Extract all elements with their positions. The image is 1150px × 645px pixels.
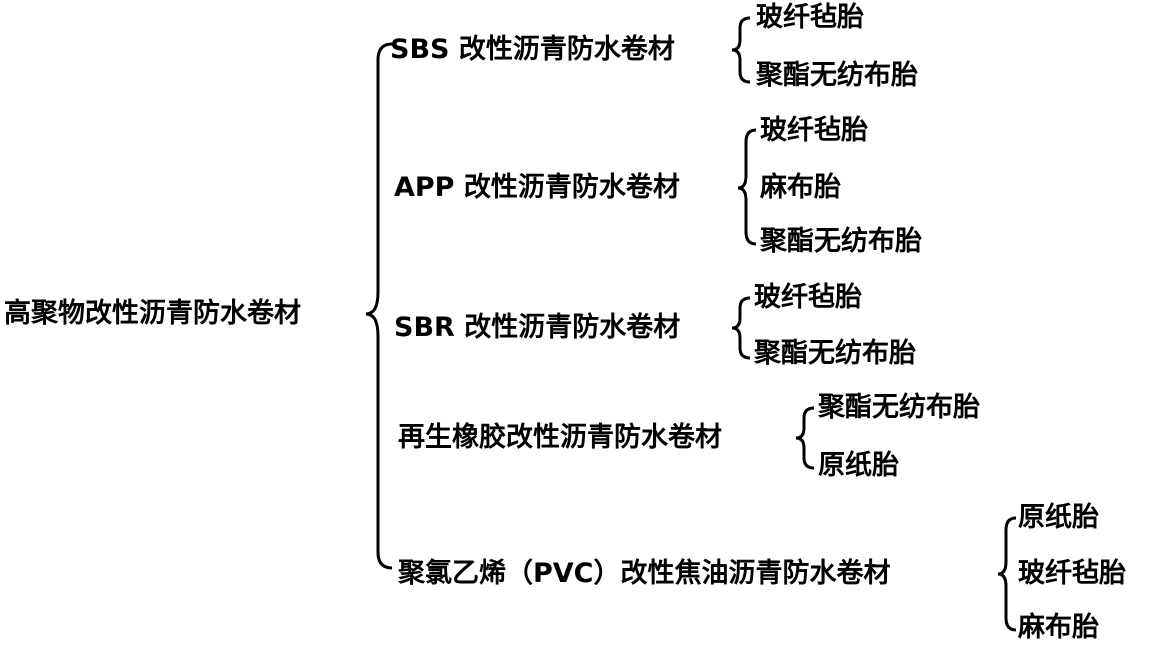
category-2-bracket	[737, 128, 757, 246]
root-label: 高聚物改性沥青防水卷材	[4, 298, 301, 329]
category-2-label: APP 改性沥青防水卷材	[394, 172, 680, 203]
category-4-child-1: 聚酯无纺布胎	[818, 392, 980, 423]
category-1-child-1: 玻纤毡胎	[756, 2, 864, 33]
category-3-bracket	[731, 296, 751, 360]
category-1-child-2: 聚酯无纺布胎	[756, 60, 918, 91]
category-2-child-2: 麻布胎	[760, 172, 841, 203]
category-4-label: 再生橡胶改性沥青防水卷材	[398, 422, 722, 453]
category-3-label: SBR 改性沥青防水卷材	[394, 312, 681, 343]
category-3-child-2: 聚酯无纺布胎	[754, 338, 916, 369]
root-bracket	[365, 42, 393, 570]
category-5-child-2: 玻纤毡胎	[1018, 558, 1126, 589]
category-1-bracket	[731, 16, 751, 84]
category-2-child-3: 聚酯无纺布胎	[760, 226, 922, 257]
category-5-label: 聚氯乙烯（PVC）改性焦油沥青防水卷材	[398, 558, 891, 589]
category-4-bracket	[795, 406, 815, 470]
category-5-child-1: 原纸胎	[1018, 502, 1099, 533]
category-5-bracket	[997, 516, 1017, 632]
category-3-child-1: 玻纤毡胎	[754, 282, 862, 313]
category-4-child-2: 原纸胎	[818, 450, 899, 481]
category-1-label: SBS 改性沥青防水卷材	[390, 34, 675, 65]
category-5-child-3: 麻布胎	[1018, 612, 1099, 643]
category-2-child-1: 玻纤毡胎	[760, 115, 868, 146]
